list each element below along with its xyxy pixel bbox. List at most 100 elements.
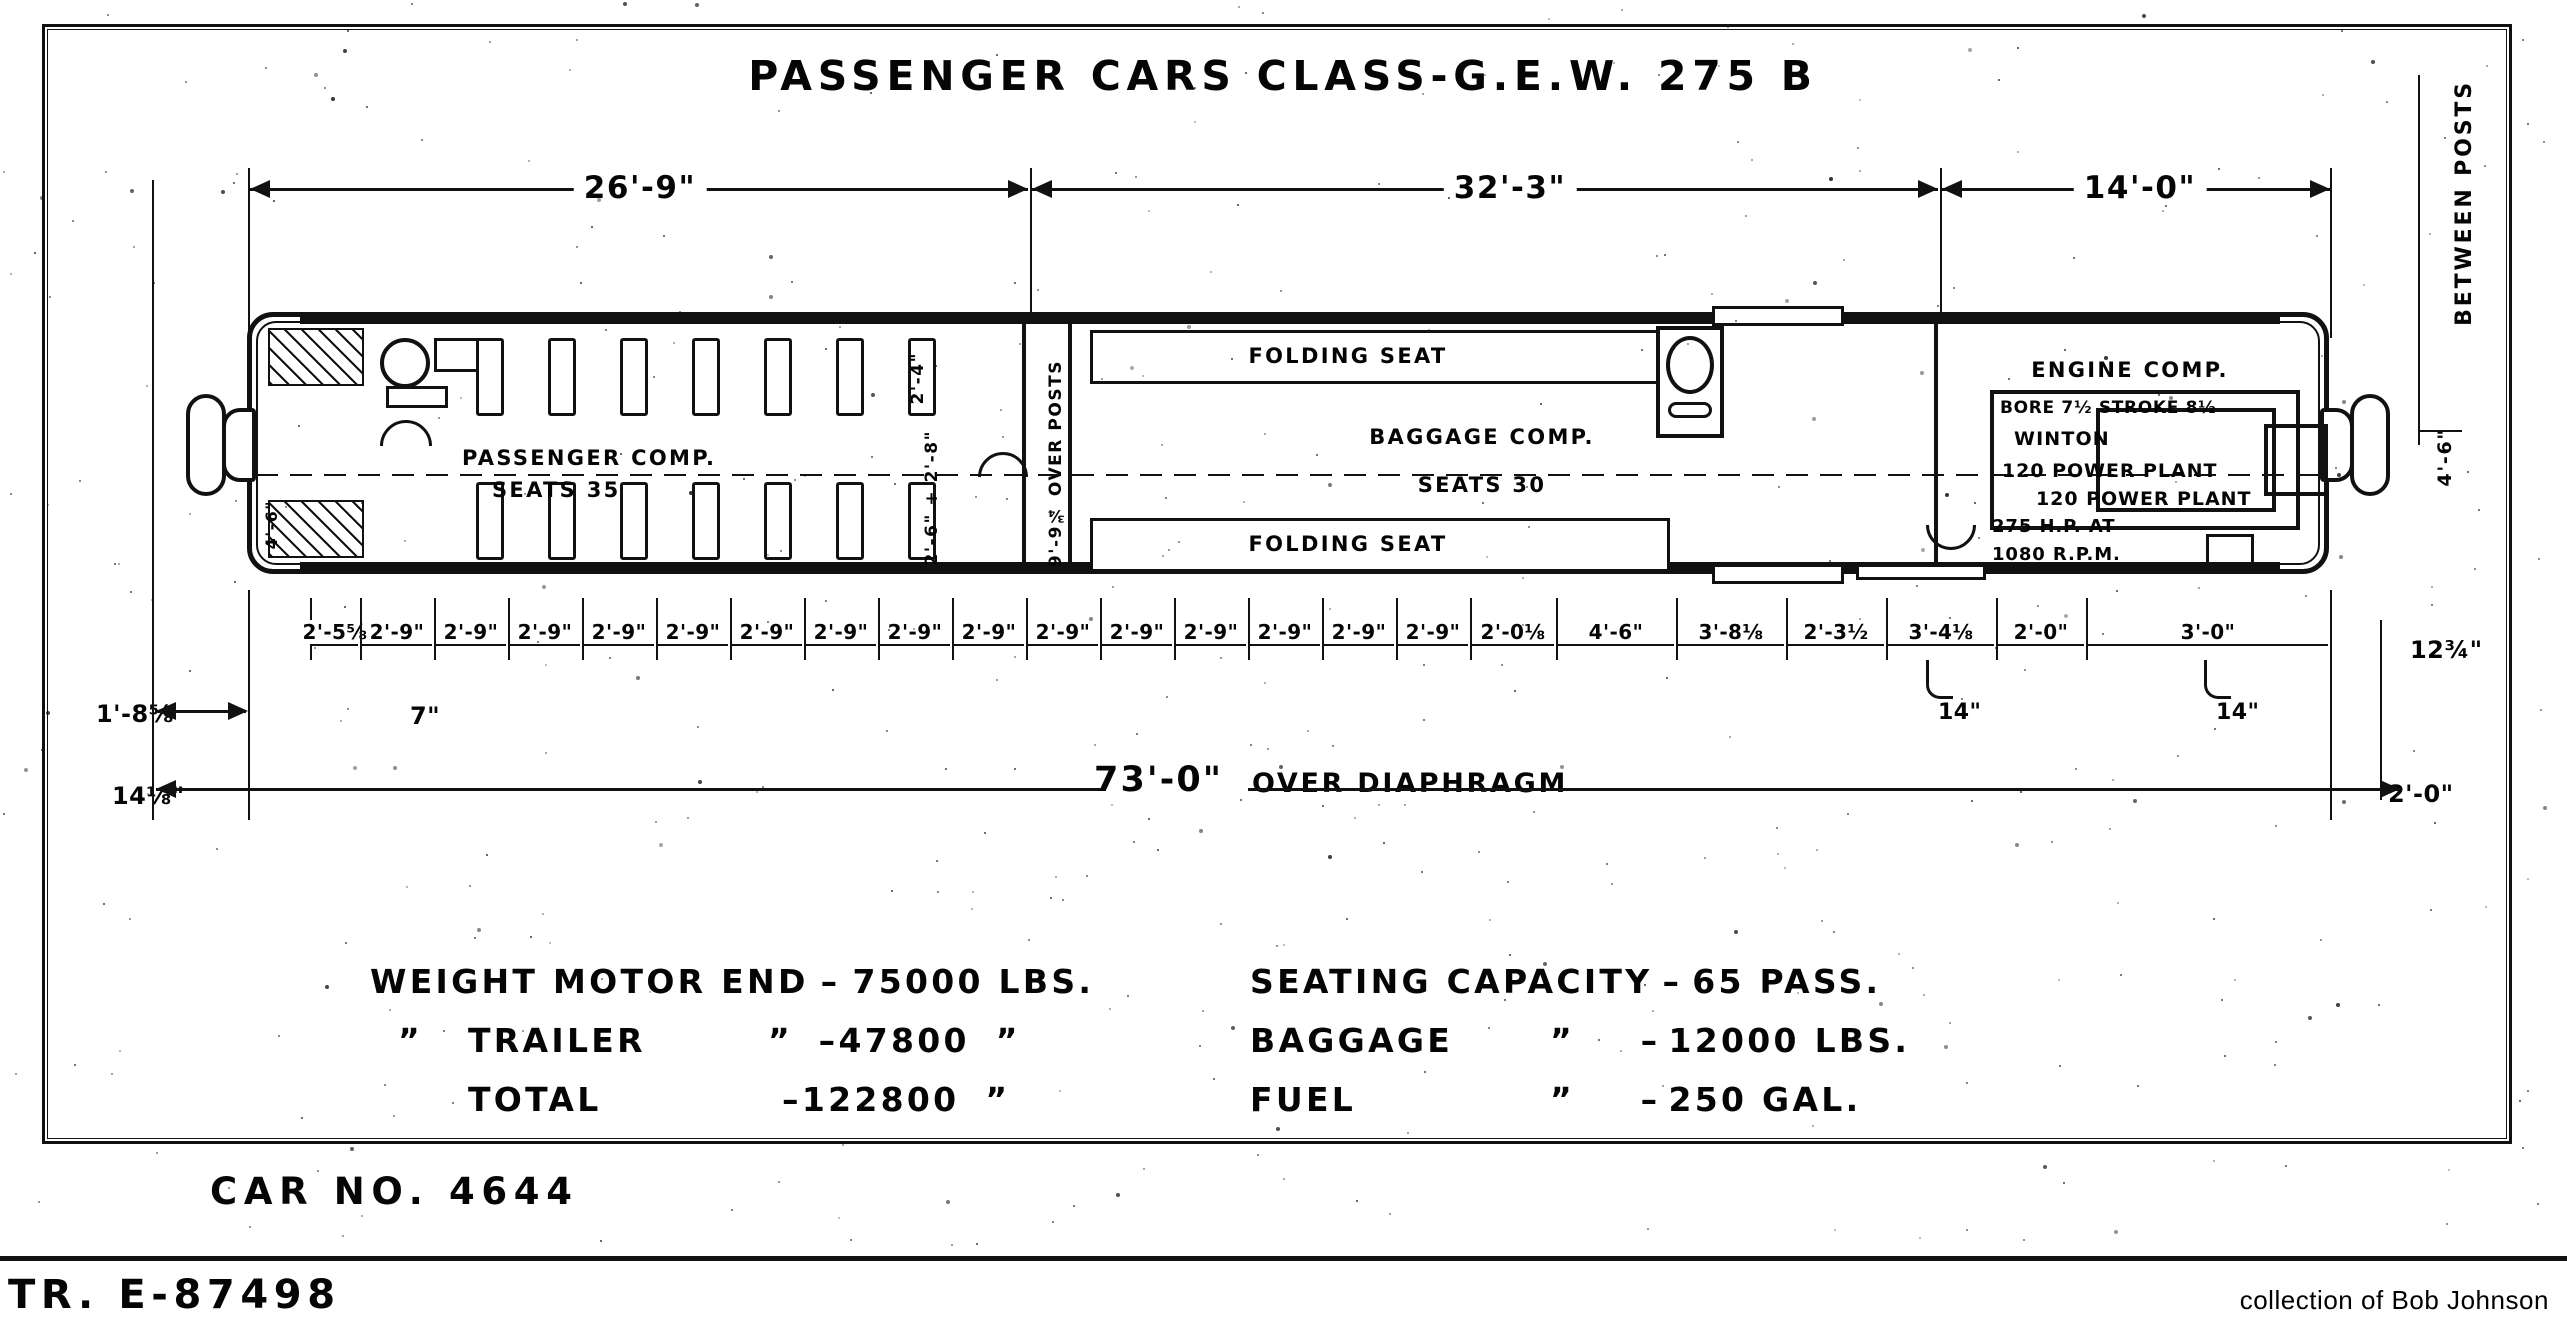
scan-speckle: [1213, 1078, 1215, 1080]
scan-speckle: [301, 1117, 303, 1119]
scan-speckle: [780, 550, 782, 552]
scan-speckle: [2224, 1055, 2226, 1057]
scan-speckle: [2064, 614, 2068, 618]
scan-speckle: [2218, 168, 2220, 170]
scan-speckle: [1328, 855, 1332, 859]
scan-speckle: [406, 886, 408, 888]
spec-left-dash-0: –: [820, 962, 841, 1001]
scan-speckle: [2446, 1223, 2448, 1225]
scan-speckle: [1000, 409, 1002, 411]
seat: [908, 338, 936, 416]
dimension-label-2: 32'-3": [1443, 170, 1577, 206]
dim-segment-label: 2'-9": [885, 620, 945, 644]
scan-speckle: [913, 628, 915, 630]
scan-speckle: [891, 890, 893, 892]
drawing-title: PASSENGER CARS CLASS-G.E.W. 275 B: [748, 52, 1818, 100]
scan-speckle: [285, 506, 287, 508]
scan-speckle: [1966, 1082, 1968, 1084]
scan-speckle: [1971, 800, 1973, 802]
scan-speckle: [1237, 204, 1239, 206]
scan-speckle: [695, 3, 699, 7]
scan-speckle: [2371, 60, 2375, 64]
scan-speckle: [443, 1030, 445, 1032]
scan-speckle: [1199, 1045, 1201, 1047]
vestibule-box-lower: [268, 500, 364, 558]
scan-speckle: [2008, 378, 2010, 380]
scan-speckle: [411, 3, 413, 5]
baggage-door-bottom-2: [1856, 564, 1986, 580]
dim-segment-line: [1472, 644, 1554, 646]
scan-speckle: [1109, 1008, 1111, 1010]
scan-speckle: [1945, 493, 1949, 497]
scan-speckle: [1089, 617, 1093, 621]
scan-speckle: [1073, 1205, 1075, 1207]
baggage-door-bottom: [1712, 564, 1844, 584]
scan-speckle: [1501, 664, 1503, 666]
leader-line-1: [1926, 660, 1953, 699]
scan-speckle: [1998, 79, 2000, 81]
scan-speckle: [2258, 177, 2260, 179]
scan-speckle: [2037, 605, 2039, 607]
scan-speckle: [528, 160, 530, 162]
scan-speckle: [2543, 141, 2545, 143]
scan-speckle: [2275, 1041, 2277, 1043]
scan-speckle: [1784, 867, 1786, 869]
scan-speckle: [1111, 804, 1113, 806]
scan-speckle: [1711, 293, 1713, 295]
scan-speckle: [2336, 1003, 2340, 1007]
scan-speckle: [804, 475, 806, 477]
scan-speckle: [2431, 604, 2433, 606]
scan-speckle: [1194, 87, 1196, 89]
scan-speckle: [1974, 502, 1976, 504]
overall-dimension-value: 73'-0": [1094, 760, 1224, 800]
scan-speckle: [1136, 733, 1138, 735]
scan-speckle: [1148, 818, 1150, 820]
scan-speckle: [1283, 944, 1285, 946]
scan-speckle: [1920, 371, 1924, 375]
scan-speckle: [1966, 1229, 1968, 1231]
scan-speckle: [2386, 101, 2388, 103]
scan-speckle: [2112, 779, 2114, 781]
scan-speckle: [1307, 730, 1309, 732]
scan-speckle: [653, 376, 655, 378]
scan-speckle: [278, 1035, 280, 1037]
vestibule-hatch-lower: [270, 502, 362, 556]
scan-speckle: [1231, 1026, 1235, 1030]
scan-speckle: [298, 425, 300, 427]
spec-left-ditto-1: ”: [398, 1021, 423, 1060]
scan-speckle: [153, 282, 155, 284]
scan-speckle: [1062, 899, 1064, 901]
scan-speckle: [1238, 6, 1240, 8]
scan-speckle: [1133, 841, 1135, 843]
aisle-dim: 2'-6" + 2'-8": [922, 430, 942, 566]
scan-speckle: [2448, 1169, 2450, 1171]
engine-comp-label: ENGINE COMP.: [2031, 358, 2229, 382]
scan-speckle: [971, 908, 973, 910]
scan-speckle: [838, 1217, 840, 1219]
scan-speckle: [569, 69, 571, 71]
scan-speckle: [1404, 804, 1406, 806]
spec-right-value-0: 65 PASS.: [1692, 962, 1882, 1001]
scan-speckle: [1243, 501, 1245, 503]
scan-speckle: [2537, 1203, 2539, 1205]
scan-speckle: [1210, 271, 1212, 273]
dim-segment-line: [1028, 644, 1098, 646]
scan-speckle: [2478, 509, 2480, 511]
scan-speckle: [1250, 744, 1252, 746]
spec-row: ”TRAILER”–47800” BAGGAGE”–12000 LBS.: [370, 1021, 1910, 1060]
scan-speckle: [404, 540, 406, 542]
scan-speckle: [1606, 863, 1608, 865]
scan-speckle: [2176, 569, 2178, 571]
scan-speckle: [2017, 151, 2019, 153]
engine-rating-line2: 1080 R.P.M.: [1992, 544, 2121, 565]
scan-speckle: [79, 480, 81, 482]
partition-baggage-start: [1068, 322, 1072, 562]
scan-speckle: [2335, 467, 2337, 469]
drawing-sheet-border: [42, 24, 2512, 1144]
seat: [836, 482, 864, 560]
witness-line-2: [1940, 168, 1942, 338]
scan-speckle: [976, 1243, 978, 1245]
engine-maker: WINTON: [2014, 428, 2110, 450]
scan-speckle: [2051, 841, 2053, 843]
scan-speckle: [1666, 677, 1668, 679]
